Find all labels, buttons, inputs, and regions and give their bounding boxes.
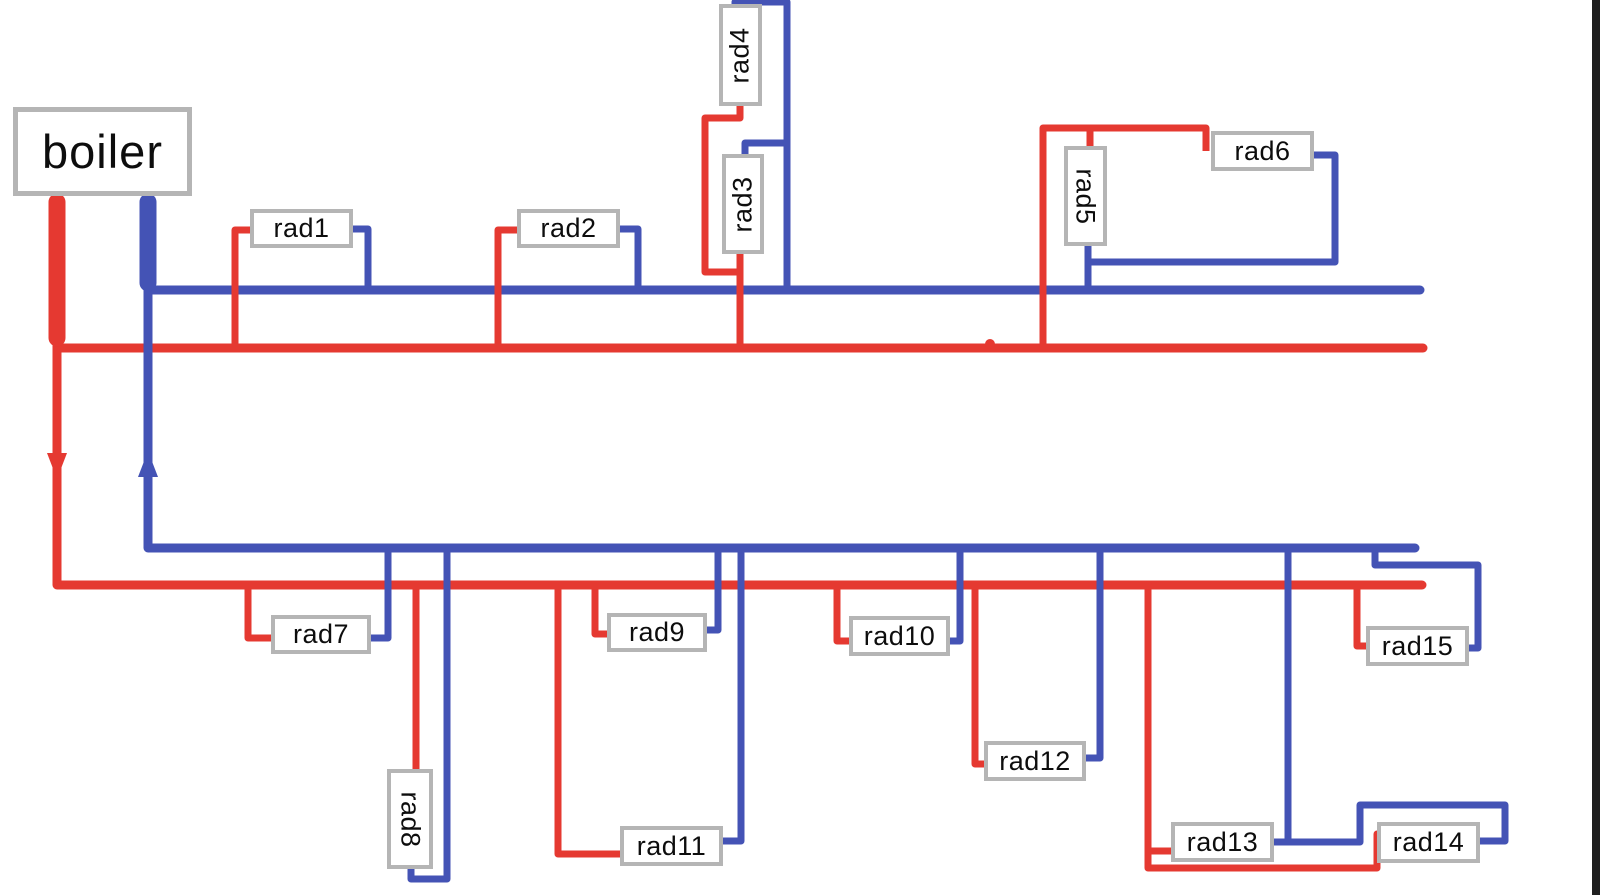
radiator-label-rad1: rad1	[250, 209, 353, 248]
radiator-label-rad10: rad10	[849, 616, 950, 656]
radiator-label-rad5: rad5	[1064, 146, 1107, 246]
radiator-label-rad13: rad13	[1171, 822, 1274, 862]
rad2-return-pipe	[619, 225, 642, 290]
boiler-return-drop-and-lower-return-main	[143, 283, 1420, 553]
rad1-supply-pipe	[231, 226, 252, 348]
rad11-supply-pipe	[554, 585, 621, 858]
supply-main-junction-dot	[985, 339, 995, 349]
rad11-return-pipe	[722, 548, 745, 845]
radiator-label-rad6: rad6	[1211, 131, 1314, 171]
rad10-return-pipe	[949, 548, 964, 645]
radiator-label-rad14: rad14	[1377, 822, 1480, 863]
radiator-label-rad9: rad9	[607, 613, 707, 652]
radiator-label-rad15: rad15	[1366, 626, 1469, 666]
rad1-return-pipe	[352, 225, 372, 290]
rad9-supply-pipe	[591, 585, 608, 638]
boiler-label: boiler	[13, 107, 192, 196]
rad7-return-pipe	[370, 548, 392, 642]
rad2-supply-pipe	[494, 226, 518, 348]
radiator-label-rad2: rad2	[517, 209, 620, 248]
screen-right-border	[1592, 0, 1600, 895]
rad13-return-pipe	[1273, 548, 1292, 846]
radiator-label-rad8: rad8	[387, 769, 433, 869]
rad12-supply-pipe	[971, 585, 985, 768]
rad15-return-pipe	[1371, 548, 1482, 652]
radiator-label-rad3: rad3	[722, 154, 764, 254]
radiator-label-rad11: rad11	[620, 826, 723, 866]
rad9-return-pipe	[706, 548, 722, 634]
rad3-return-pipe	[741, 139, 787, 155]
rad12-return-pipe	[1085, 548, 1104, 762]
rad15-supply-pipe	[1353, 585, 1367, 650]
rad10-supply-pipe	[833, 585, 850, 645]
rad14-return-pipe	[1288, 801, 1509, 846]
radiator-label-rad12: rad12	[984, 741, 1086, 781]
radiator-label-rad4: rad4	[719, 4, 762, 106]
boiler-supply-drop-and-lower-supply-main	[52, 341, 1427, 590]
rad7-supply-pipe	[244, 585, 272, 642]
rad4-supply-pipe	[701, 105, 744, 276]
rad8-return-pipe	[407, 548, 451, 883]
return-flow-arrow-icon	[138, 451, 158, 477]
rad5-rad6-supply-pipe	[1039, 124, 1210, 348]
radiator-label-rad7: rad7	[271, 615, 371, 654]
supply-flow-arrow-icon	[47, 453, 67, 479]
boiler-label-text: boiler	[42, 125, 163, 178]
rad6-return-pipe	[1088, 151, 1339, 266]
